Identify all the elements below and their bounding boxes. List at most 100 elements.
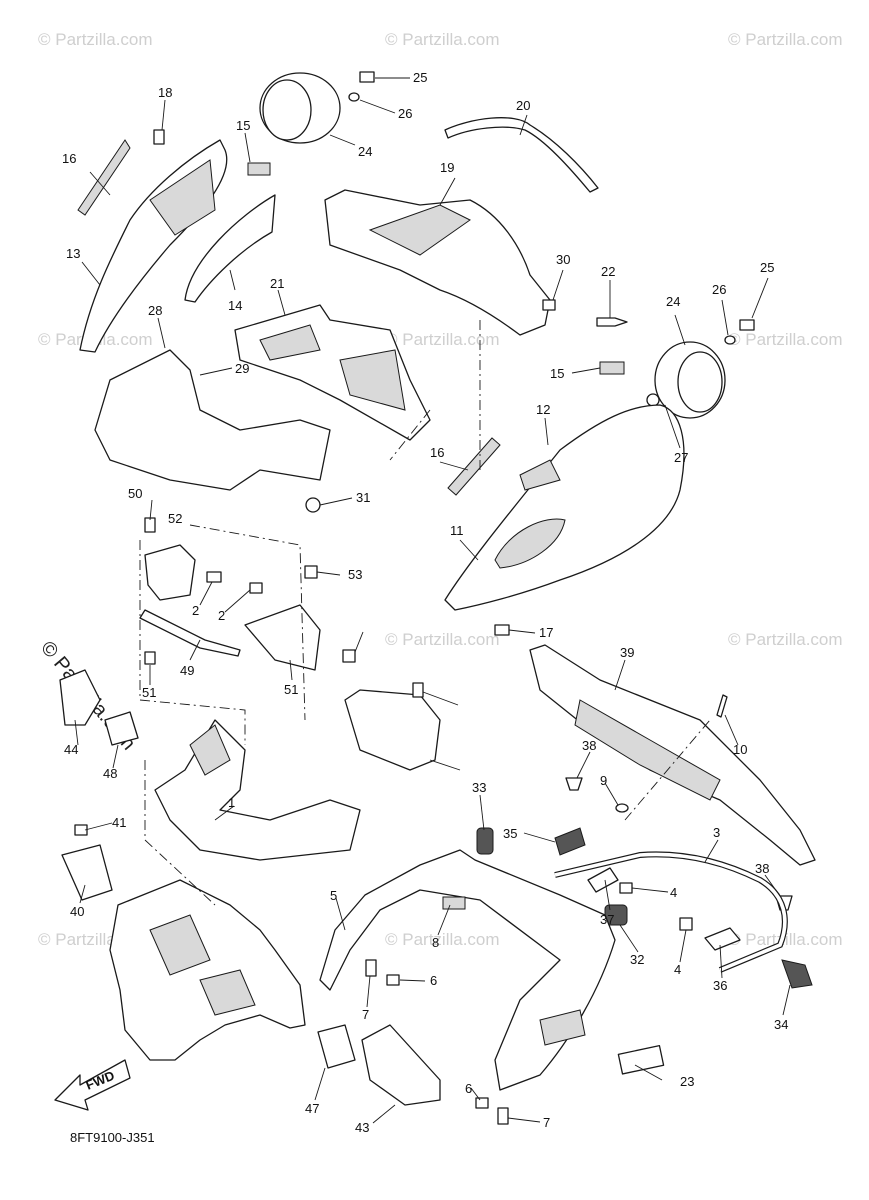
callout-12: 12 <box>536 402 550 417</box>
watermark: © Partzilla.com <box>728 330 843 349</box>
callout-45: 48 <box>103 766 117 781</box>
callout-40: 40 <box>70 904 84 919</box>
watermark: © Partzilla.com <box>385 30 500 49</box>
watermark: © Partzilla.com <box>728 930 843 949</box>
watermark: © Partzilla.com <box>728 30 843 49</box>
callout-24: 24 <box>358 144 372 159</box>
callout-36: 36 <box>713 978 727 993</box>
part-40-bracket <box>61 844 113 901</box>
part-9-washer <box>615 803 629 813</box>
relation-line <box>624 719 711 821</box>
callout-22: 22 <box>601 264 615 279</box>
callout-38: 38 <box>582 738 596 753</box>
relation-line <box>389 320 481 470</box>
part-10-rivet <box>716 694 728 718</box>
callout-51: 53 <box>348 567 362 582</box>
part-19-detail <box>368 204 471 256</box>
callout-26: 26 <box>398 106 412 121</box>
part-14-inner-panel <box>184 194 276 303</box>
part-frame-detail-b <box>199 969 256 1016</box>
callout-4b: 4 <box>674 962 681 977</box>
part-26-washer-upper <box>348 92 360 102</box>
callout-11: 11 <box>450 523 464 538</box>
part-17-screw <box>494 624 510 636</box>
part-4-bolt-upper <box>619 882 633 894</box>
callout-17: 17 <box>539 625 553 640</box>
relation-line <box>139 540 246 745</box>
part-39-mesh <box>574 699 721 801</box>
callout-42: 43 <box>355 1120 369 1135</box>
part-21-mesh-a <box>259 324 321 361</box>
callout-46: 49 <box>180 663 194 678</box>
part-11-detail <box>494 518 566 569</box>
part-15-pad-upper <box>247 162 271 176</box>
part-41-bolt <box>74 824 88 836</box>
part-47-bolt <box>144 517 156 533</box>
watermark: © Partzilla.com <box>728 630 843 649</box>
part-7-nut-lower <box>497 1107 509 1125</box>
callout-33: 33 <box>472 780 486 795</box>
callout-1: 1 <box>228 795 235 810</box>
part-37-bracket <box>587 867 619 893</box>
callout-20: 20 <box>516 98 530 113</box>
part-5-detail <box>539 1009 586 1046</box>
part-20-trim-strip <box>444 117 599 193</box>
callout-21: 21 <box>270 276 284 291</box>
part-33-grommet <box>476 827 494 855</box>
part-15-pad-lower <box>599 361 625 375</box>
part-25-bolt-upper <box>359 71 375 83</box>
part-26-washer-right <box>724 335 736 345</box>
callout-25: 25 <box>413 70 427 85</box>
callout-3: 3 <box>713 825 720 840</box>
watermark: © Partzilla.com <box>385 630 500 649</box>
part-2-bolt-b <box>249 582 263 594</box>
leader-lines <box>74 77 791 1124</box>
part-12-detail <box>519 459 561 491</box>
callout-13: 13 <box>66 246 80 261</box>
part-52-cover <box>344 689 441 771</box>
part-21-mesh-panel <box>234 304 431 441</box>
callout-27: 27 <box>674 450 688 465</box>
part-36-bracket <box>704 927 741 951</box>
callout-44: 47 <box>305 1101 319 1116</box>
part-2-bolt-a <box>206 571 222 583</box>
callout-28: 28 <box>148 303 162 318</box>
callout-50: 52 <box>168 511 182 526</box>
part-7-nut-upper <box>365 959 377 977</box>
part-24-ring-right-inner <box>677 351 723 413</box>
part-16-strip-right <box>447 437 501 496</box>
callout-26b: 26 <box>712 282 726 297</box>
callouts: 18 15 16 13 14 24 25 26 20 19 30 22 15 2… <box>62 70 788 1135</box>
callout-30: 30 <box>556 252 570 267</box>
callout-24b: 24 <box>666 294 680 309</box>
part-35-damper <box>554 827 586 856</box>
callout-6b: 6 <box>465 1081 472 1096</box>
part-3-tube-inner <box>554 852 787 972</box>
part-frame <box>109 879 306 1061</box>
callout-2: 2 <box>192 603 199 618</box>
part-18-bolt <box>153 129 165 145</box>
callout-2b: 2 <box>218 608 225 623</box>
watermark: © Partzilla.com <box>38 30 153 49</box>
callout-18: 18 <box>158 85 172 100</box>
part-1-lower-cowl <box>154 719 361 861</box>
part-13-detail <box>149 159 216 236</box>
callout-19: 19 <box>440 160 454 175</box>
part-48-bolt <box>144 651 156 665</box>
callout-7: 7 <box>362 1007 369 1022</box>
callout-34: 34 <box>774 1017 788 1032</box>
callout-43: 44 <box>64 742 78 757</box>
part-44-damper <box>317 1024 356 1069</box>
callout-38b: 38 <box>755 861 769 876</box>
callout-16b: 16 <box>430 445 444 460</box>
part-28-inner-bracket <box>94 349 331 491</box>
callout-39: 39 <box>620 645 634 660</box>
callout-29: 29 <box>235 361 249 376</box>
part-4-bolt-lower <box>679 917 693 931</box>
part-50-bracket <box>144 544 196 601</box>
callout-16: 16 <box>62 151 76 166</box>
callout-6: 6 <box>430 973 437 988</box>
part-42-cover <box>361 1024 441 1106</box>
callout-9: 9 <box>600 773 607 788</box>
